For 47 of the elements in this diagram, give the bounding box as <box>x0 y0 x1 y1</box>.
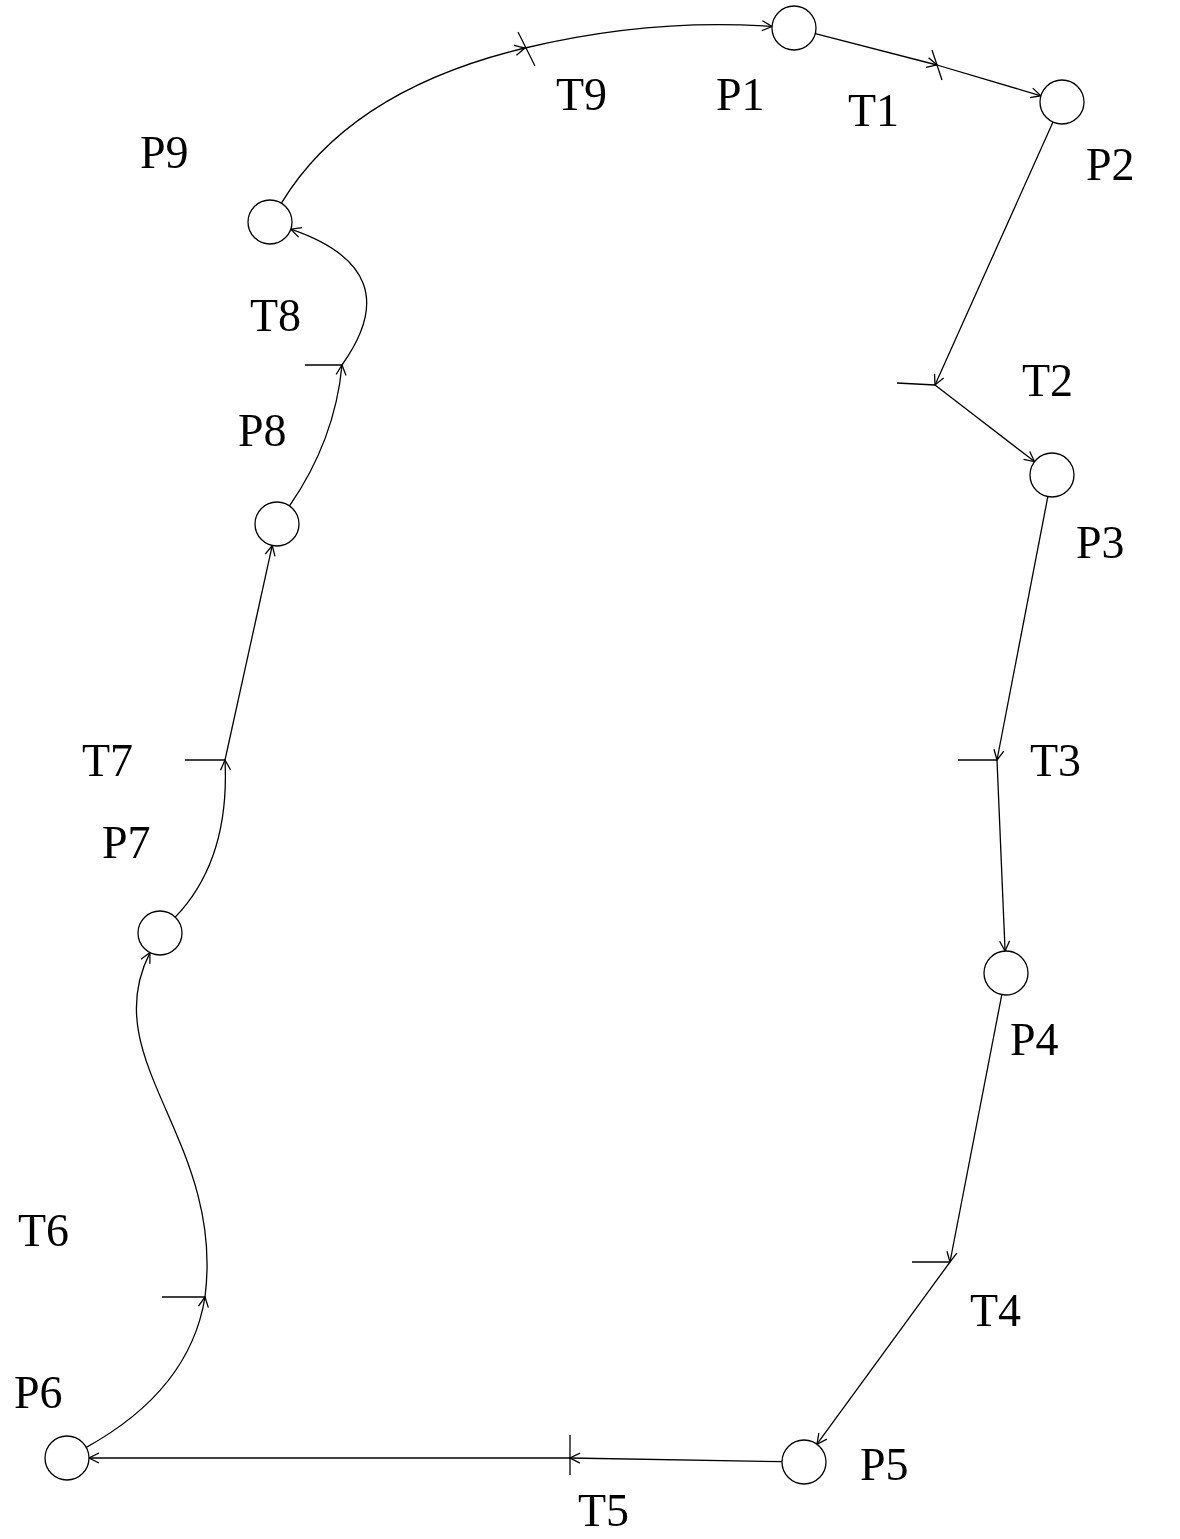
arrow <box>993 495 1049 761</box>
place-label: P3 <box>1076 520 1125 566</box>
transition-label: T9 <box>556 72 608 118</box>
place-circle <box>254 501 300 547</box>
arrow <box>135 951 208 1298</box>
place-label: P2 <box>1086 142 1135 188</box>
place-circle <box>247 199 293 245</box>
arrow <box>996 759 1011 952</box>
place-label: P5 <box>860 1442 909 1488</box>
transition-label: T3 <box>1030 738 1082 784</box>
arrow <box>946 993 1003 1263</box>
place-label: P8 <box>238 408 287 454</box>
arrow <box>569 1452 783 1464</box>
arrow <box>290 227 368 366</box>
transition-label: T7 <box>82 738 134 784</box>
place-circle <box>781 1439 827 1485</box>
place-label: P1 <box>716 72 765 118</box>
transition-label: T8 <box>250 293 302 339</box>
place-circle <box>44 1435 90 1481</box>
transition-bar <box>931 49 943 81</box>
arrow <box>934 384 1036 463</box>
transition-label: T5 <box>578 1488 630 1534</box>
arrow <box>88 1452 571 1464</box>
arrow <box>936 64 1042 99</box>
place-label: P6 <box>14 1370 63 1416</box>
place-label: P4 <box>1010 1017 1059 1063</box>
place-circle <box>1039 79 1085 125</box>
place-circle <box>771 5 817 51</box>
transition-bar <box>517 31 536 67</box>
transition-label: T6 <box>18 1208 70 1254</box>
transition-label: T4 <box>970 1288 1022 1334</box>
transition-label: T1 <box>848 88 900 134</box>
arrow <box>224 544 276 761</box>
arrow <box>85 1296 209 1448</box>
arrow <box>280 45 526 204</box>
place-circle <box>137 910 183 956</box>
arrow <box>174 759 231 918</box>
place-label: P7 <box>102 820 151 866</box>
place-circle <box>983 950 1029 996</box>
arrow <box>288 364 347 507</box>
place-label: P9 <box>140 130 189 176</box>
transition-bar <box>896 382 936 386</box>
place-circle <box>1029 452 1075 498</box>
arrow <box>524 20 773 49</box>
transition-label: T2 <box>1022 358 1074 404</box>
arrow <box>816 1261 951 1445</box>
arrow <box>933 121 1054 386</box>
